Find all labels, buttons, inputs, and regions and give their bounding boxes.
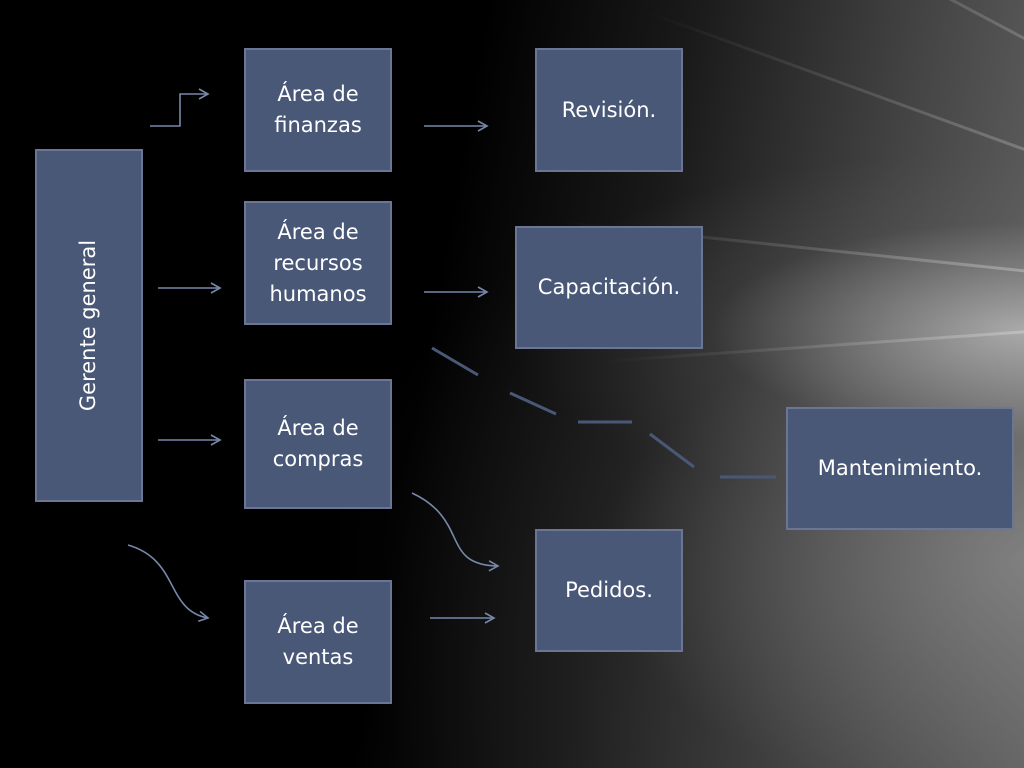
node-area-recursos-humanos: Área de recursos humanos (244, 201, 392, 325)
node-label: Gerente general (76, 239, 101, 412)
node-gerente-general: Gerente general (35, 149, 143, 502)
arrow-compras-pedidos (411, 492, 500, 572)
dash-segment (649, 432, 695, 469)
node-label: Área de ventas (277, 614, 359, 669)
node-label: Capacitación. (537, 275, 681, 299)
node-area-finanzas: Área de finanzas (244, 48, 392, 172)
dash-segment (431, 346, 479, 377)
node-capacitacion: Capacitación. (515, 226, 703, 349)
dash-segment (509, 391, 557, 416)
node-label: Pedidos. (565, 578, 653, 602)
node-mantenimiento: Mantenimiento. (786, 407, 1014, 530)
node-label: Mantenimiento. (817, 456, 983, 480)
node-label: Revisión. (561, 97, 657, 122)
node-area-compras: Área de compras (244, 379, 392, 509)
node-label: Área de recursos humanos (269, 219, 367, 306)
node-label: Área de finanzas (274, 82, 362, 137)
node-area-ventas: Área de ventas (244, 580, 392, 704)
arrow-gerente-finanzas (150, 88, 210, 127)
node-pedidos: Pedidos. (535, 529, 683, 652)
node-revision: Revisión. (535, 48, 683, 172)
node-label: Área de compras (272, 416, 364, 471)
dashed-connector-mantenimiento (431, 346, 776, 479)
arrow-gerente-ventas (127, 544, 210, 623)
